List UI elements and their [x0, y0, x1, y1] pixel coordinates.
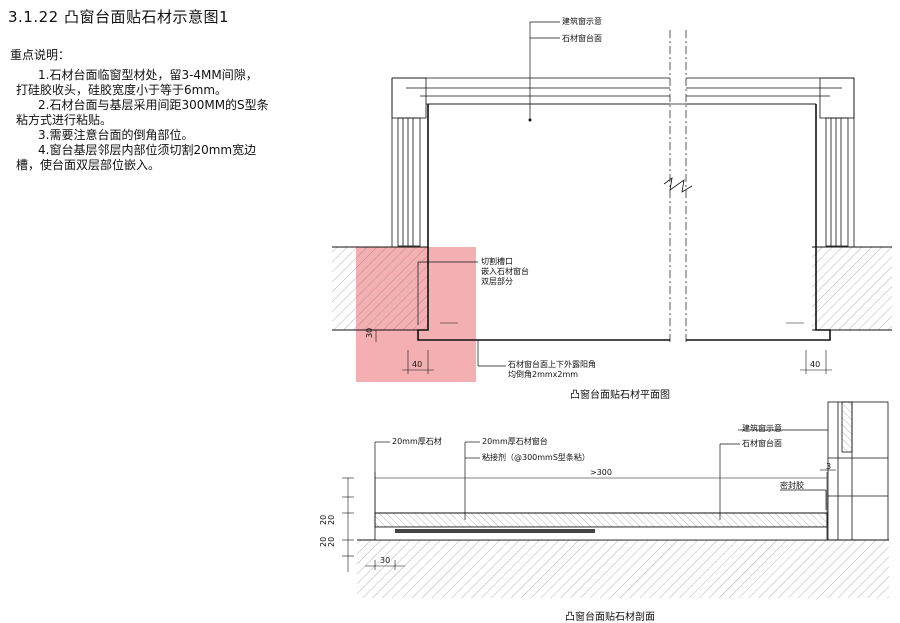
note-2-line-1: 2.石材台面与基层采用间距300MM的S型条	[38, 98, 269, 112]
section-stone-layer-upper	[374, 512, 828, 528]
plan-wall-right	[812, 246, 892, 331]
section-label-adhesive: 粘接剂（@300mmS型条粘）	[482, 452, 590, 462]
section-dimensions	[342, 469, 836, 572]
plan-label-groove-2: 嵌入石材窗台	[481, 266, 529, 276]
section-dim-20a: 20	[327, 515, 336, 525]
note-1-line-2: 打硅胶收头，硅胶宽度小于等于6mm。	[16, 83, 228, 97]
section-label-stone-top: 石材窗台面	[742, 438, 782, 448]
page-title: 3.1.22 凸窗台面贴石材示意图1	[8, 8, 230, 26]
plan-wall-left	[332, 246, 428, 331]
plan-leaders	[417, 21, 560, 367]
plan-caption: 凸窗台面贴石材平面图	[570, 388, 670, 401]
plan-label-groove-1: 切割槽口	[481, 256, 513, 266]
plan-dim-30: 30	[365, 328, 374, 338]
plan-dim-40-left: 40	[412, 360, 422, 369]
plan-label-groove-3: 双层部分	[481, 276, 513, 286]
note-3-line-1: 3.需要注意台面的倒角部位。	[38, 128, 194, 142]
plan-break-lines	[669, 30, 687, 345]
section-label-20mm-stone: 20mm厚石材	[392, 436, 442, 446]
note-item-1: 1.石材台面临窗型材处，留3-4MM间隙， 打硅胶收头，硅胶宽度小于等于6mm。	[16, 68, 310, 98]
section-label-sealant: 密封胶	[780, 480, 804, 490]
plan-dim-40-right: 40	[810, 360, 820, 369]
section-stone-layer-lower	[374, 526, 828, 541]
section-dim-20d: 20	[319, 537, 328, 547]
section-caption: 凸窗台面贴石材剖面	[565, 610, 655, 623]
note-item-3: 3.需要注意台面的倒角部位。	[16, 128, 310, 143]
plan-label-chamfer-2: 均倒角2mmx2mm	[508, 369, 578, 379]
plan-window-frame	[391, 77, 855, 247]
plan-label-window: 建筑窗示意	[562, 16, 602, 26]
section-label-window: 建筑窗示意	[742, 423, 782, 433]
section-dim-30: 30	[380, 556, 390, 565]
notes-heading: 重点说明：	[10, 48, 71, 62]
plan-break-symbol	[663, 177, 693, 193]
plan-stone-sill	[417, 103, 831, 341]
key-notes: 重点说明： 1.石材台面临窗型材处，留3-4MM间隙， 打硅胶收头，硅胶宽度小于…	[10, 48, 310, 173]
section-dim-300: >300	[590, 468, 612, 477]
section-adhesive-strip	[395, 529, 595, 533]
note-1-line-1: 1.石材台面临窗型材处，留3-4MM间隙，	[38, 68, 258, 82]
section-window-frame	[827, 401, 889, 541]
plan-view: 建筑窗示意 石材窗台面 切割槽口 嵌入石材窗台 双层部分 石材窗台面上下外露阳角…	[332, 16, 892, 401]
section-leaders	[374, 429, 828, 520]
section-dim-20b: 20	[319, 515, 328, 525]
note-item-4: 4.窗台基层邻层内部位须切割20mm宽边 槽，使台面双层部位嵌入。	[16, 143, 310, 173]
section-dim-3: 3	[826, 462, 831, 471]
note-4-line-2: 槽，使台面双层部位嵌入。	[16, 158, 161, 172]
note-4-line-1: 4.窗台基层邻层内部位须切割20mm宽边	[38, 143, 257, 157]
note-2-line-2: 粘方式进行粘贴。	[16, 113, 113, 127]
section-label-stone-sill: 20mm厚石材窗台	[482, 436, 548, 446]
plan-label-stone-top: 石材窗台面	[562, 33, 602, 43]
section-dim-20c: 20	[327, 537, 336, 547]
note-item-2: 2.石材台面与基层采用间距300MM的S型条 粘方式进行粘贴。	[16, 98, 310, 128]
section-base-hatch	[357, 540, 889, 598]
plan-label-chamfer-1: 石材窗台面上下外露阳角	[508, 359, 596, 369]
section-view: 20mm厚石材 20mm厚石材窗台 粘接剂（@300mmS型条粘） 建筑窗示意 …	[319, 401, 889, 623]
plan-dimensions	[375, 322, 832, 374]
